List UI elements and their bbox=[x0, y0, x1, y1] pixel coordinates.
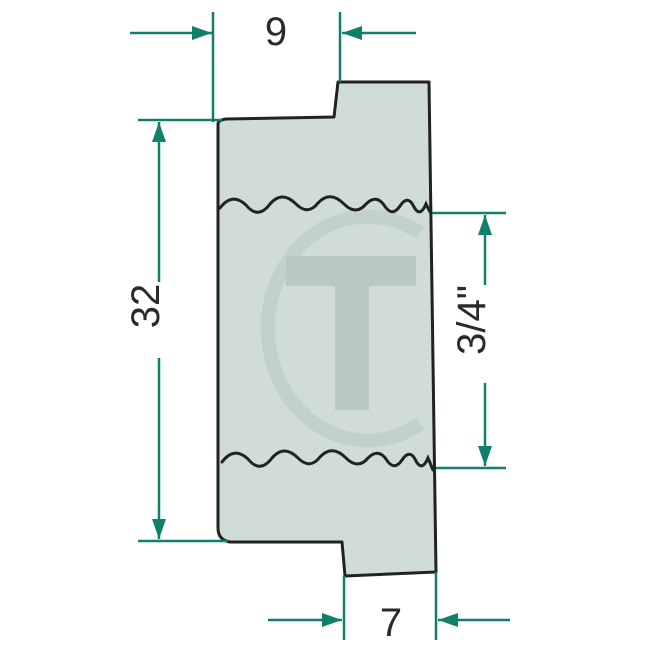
dimension-label-32: 32 bbox=[124, 284, 168, 329]
dimension-height: 32 bbox=[124, 118, 228, 543]
thread-break-line-top bbox=[218, 195, 432, 214]
watermark-logo bbox=[260, 209, 424, 448]
dimension-label-thread: 3/4" bbox=[450, 285, 494, 355]
part-body bbox=[216, 80, 438, 578]
dimension-thread: 3/4" bbox=[432, 211, 506, 470]
dimension-top-width: 9 bbox=[130, 10, 416, 122]
thread-break-line-bottom bbox=[220, 449, 435, 472]
dimension-label-9: 9 bbox=[265, 10, 287, 54]
dimension-label-7: 7 bbox=[380, 601, 402, 645]
dimension-bottom-width: 7 bbox=[268, 572, 510, 645]
